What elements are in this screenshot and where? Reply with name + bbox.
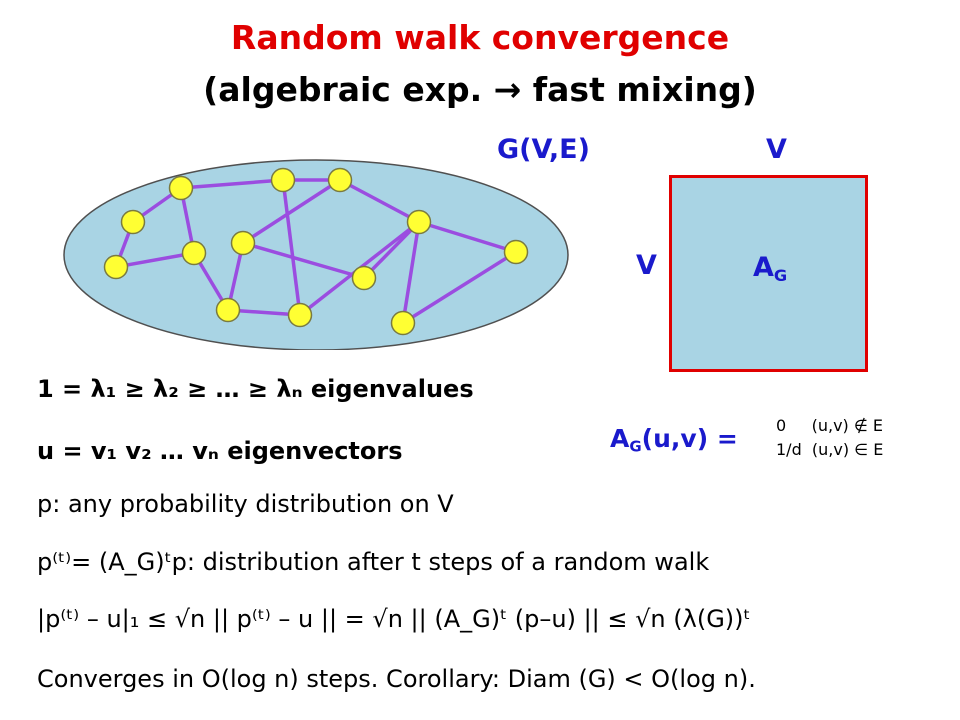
graph-node bbox=[270, 167, 296, 193]
graph-edge bbox=[180, 178, 284, 190]
random-walk-line: p⁽ᵗ⁾= (A_G)ᵗp: distribution after t step… bbox=[37, 548, 710, 576]
graph-ellipse bbox=[63, 159, 569, 350]
graph-edge bbox=[401, 221, 421, 324]
graph-node bbox=[287, 302, 313, 328]
graph-node bbox=[215, 297, 241, 323]
graph-node bbox=[181, 240, 207, 266]
graph-node bbox=[503, 239, 529, 265]
graph-node bbox=[120, 209, 146, 235]
adjacency-definition-lhs: AG(u,v) = bbox=[610, 424, 738, 456]
graph-edge bbox=[402, 250, 517, 325]
matrix-column-label: V bbox=[766, 134, 787, 165]
graph-node bbox=[351, 265, 377, 291]
graph-node bbox=[168, 175, 194, 201]
graph-label: G(V,E) bbox=[497, 134, 590, 165]
case-edge: 1/d (u,v) ∈ E bbox=[776, 440, 884, 459]
graph-node bbox=[327, 167, 353, 193]
graph-node bbox=[230, 230, 256, 256]
graph-edge bbox=[242, 241, 365, 280]
graph-node bbox=[390, 310, 416, 336]
matrix-name: AG bbox=[753, 252, 788, 285]
adjacency-matrix-box bbox=[669, 175, 868, 372]
graph-edge bbox=[418, 220, 517, 254]
graph-edge bbox=[339, 178, 420, 224]
graph-edge bbox=[281, 179, 302, 316]
slide-title: Random walk convergence bbox=[230, 18, 730, 57]
convergence-bound-line: |p⁽ᵗ⁾ – u|₁ ≤ √n || p⁽ᵗ⁾ – u || = √n || … bbox=[37, 605, 751, 633]
graph-diagram bbox=[63, 159, 569, 350]
probability-line: p: any probability distribution on V bbox=[37, 490, 454, 518]
graph-edge bbox=[115, 251, 195, 269]
eigenvectors-line: u = v₁ v₂ … vₙ eigenvectors bbox=[37, 437, 403, 465]
eigenvalues-line: 1 = λ₁ ≥ λ₂ ≥ … ≥ λₙ eigenvalues bbox=[37, 375, 474, 403]
graph-edge bbox=[242, 178, 341, 245]
slide-subtitle: (algebraic exp. → fast mixing) bbox=[203, 70, 757, 109]
graph-node bbox=[103, 254, 129, 280]
case-nonedge: 0 (u,v) ∉ E bbox=[776, 416, 884, 435]
matrix-row-label: V bbox=[636, 250, 657, 281]
adjacency-definition-cases: 0 (u,v) ∉ E 1/d (u,v) ∈ E bbox=[776, 414, 883, 462]
graph-node bbox=[406, 209, 432, 235]
conclusion-line: Converges in O(log n) steps. Corollary: … bbox=[37, 665, 756, 693]
